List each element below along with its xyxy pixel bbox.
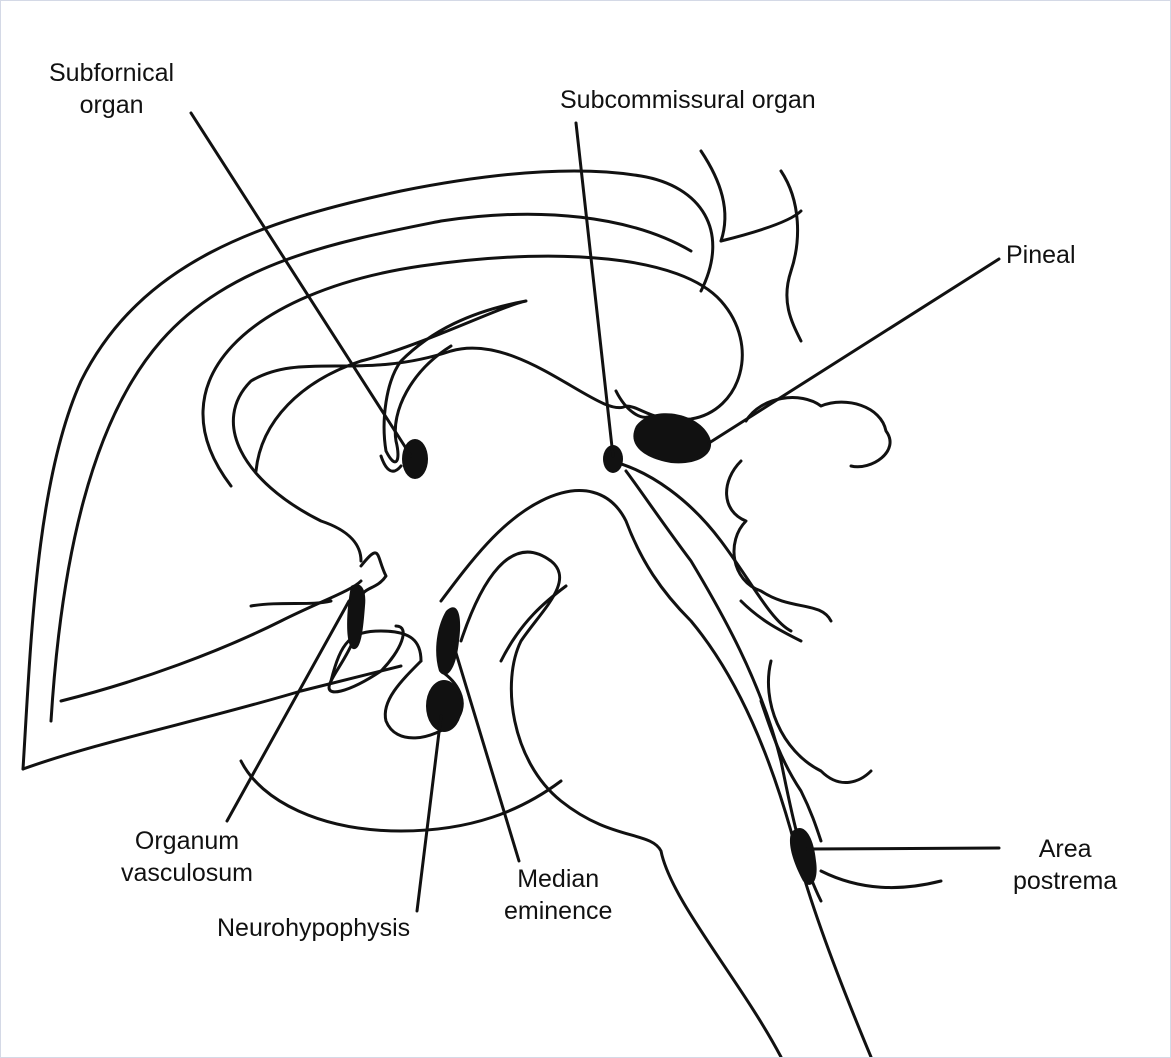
pineal-mass bbox=[633, 413, 711, 463]
brainstem-back bbox=[461, 552, 781, 1057]
neurohypophysis-mass bbox=[426, 680, 462, 732]
subfornical-organ-mass bbox=[402, 439, 428, 479]
label-pineal: Pineal bbox=[1006, 239, 1076, 271]
ventral-hypothalamus bbox=[241, 761, 561, 831]
label-subfornical-line2: organ bbox=[49, 89, 174, 121]
label-subfornical-organ: Subfornical organ bbox=[49, 57, 174, 121]
median-eminence-mass bbox=[436, 607, 460, 675]
label-median-line1: Median bbox=[504, 863, 612, 895]
label-subfornical-line1: Subfornical bbox=[49, 57, 174, 89]
label-area-line1: Area bbox=[1013, 833, 1117, 865]
area-postrema-curve bbox=[821, 871, 941, 888]
leader-pineal bbox=[709, 259, 999, 443]
label-organum-line2: vasculosum bbox=[121, 857, 253, 889]
label-median-eminence: Median eminence bbox=[504, 863, 612, 927]
area-postrema-mass bbox=[790, 828, 817, 885]
cerebellum-mid bbox=[727, 461, 831, 621]
cerebellum-lower bbox=[768, 661, 871, 783]
fourth-ventricle-roof bbox=[741, 601, 801, 641]
third-ventricle-outline bbox=[329, 553, 403, 692]
upper-cortex-fold bbox=[701, 151, 725, 241]
label-organum-vasculosum: Organum vasculosum bbox=[121, 825, 253, 889]
label-subcommissural-organ: Subcommissural organ bbox=[560, 84, 816, 116]
label-organum-line1: Organum bbox=[121, 825, 253, 857]
cerebellum-upper bbox=[746, 398, 890, 467]
occipital-fold bbox=[721, 211, 801, 241]
leader-neurohypophysis bbox=[417, 716, 441, 911]
label-area-line2: postrema bbox=[1013, 865, 1117, 897]
basal-cortex-2 bbox=[61, 581, 361, 701]
parietal-fold bbox=[781, 171, 801, 341]
leader-subfornical bbox=[191, 113, 411, 456]
brainstem-front bbox=[441, 491, 871, 1057]
leader-organum bbox=[227, 601, 349, 821]
anterior-commissure bbox=[251, 601, 331, 606]
fornix bbox=[256, 301, 526, 471]
leader-median bbox=[453, 643, 519, 861]
leader-area-postrema bbox=[807, 848, 999, 849]
label-area-postrema: Area postrema bbox=[1013, 833, 1117, 897]
organum-vasculosum-mass bbox=[347, 584, 365, 649]
label-neurohypophysis: Neurohypophysis bbox=[217, 912, 410, 944]
basal-cortex bbox=[23, 666, 401, 769]
label-median-line2: eminence bbox=[504, 895, 612, 927]
